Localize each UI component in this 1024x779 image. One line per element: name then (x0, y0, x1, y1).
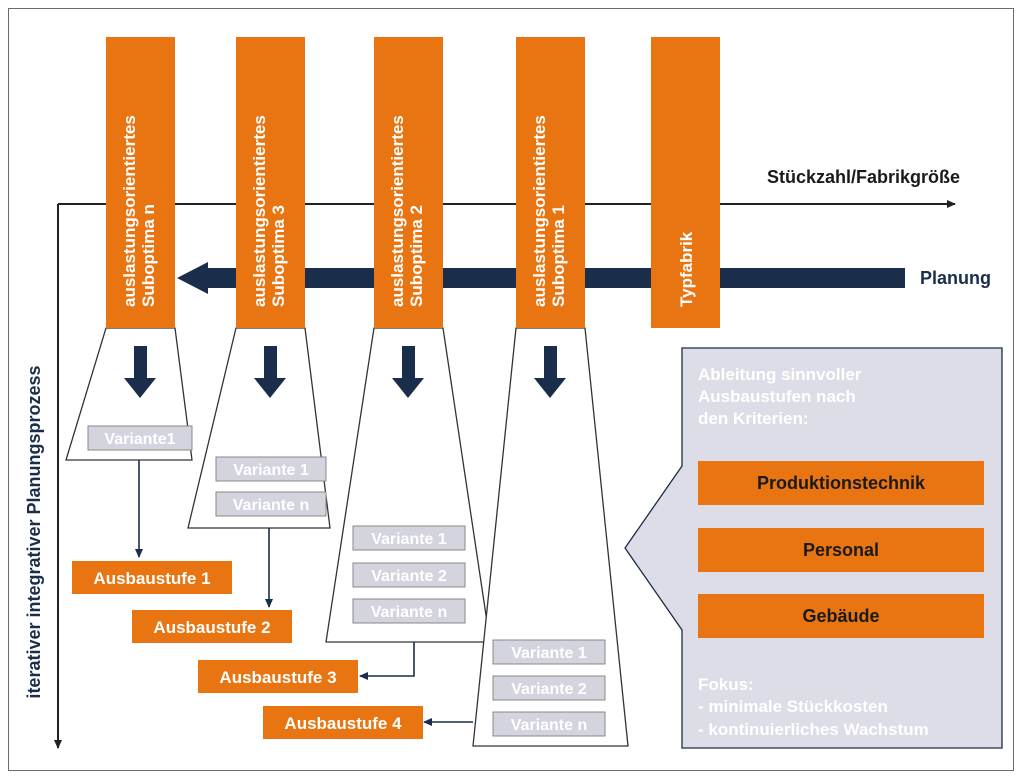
svg-text:Suboptima 2: Suboptima 2 (407, 205, 426, 307)
stage-label-3: Ausbaustufe 3 (219, 668, 336, 687)
svg-text:Suboptima n: Suboptima n (139, 204, 158, 307)
horizontal-axis-label: Stückzahl/Fabrikgröße (767, 167, 960, 187)
column-bar-typfabrik (651, 37, 720, 328)
variant-label: Variante 1 (371, 531, 447, 548)
stage-label-1: Ausbaustufe 1 (93, 569, 210, 588)
stage-box-1 (72, 561, 232, 594)
variant-label: Variante n (511, 717, 587, 734)
svg-text:auslastungsorientiertes: auslastungsorientiertes (388, 115, 407, 307)
diagram-frame (8, 8, 1014, 771)
criterion-label: Gebäude (802, 606, 879, 626)
panel-heading-line: den Kriterien: (698, 409, 809, 428)
criterion-label: Personal (803, 540, 879, 560)
criterion-box-personal (698, 528, 984, 572)
criterion-box-gebaeude (698, 594, 984, 638)
vertical-axis-label: iterativer integrativer Planungsprozess (24, 365, 44, 698)
column-label-suboptima-1: auslastungsorientiertes Suboptima 1 (530, 115, 568, 307)
svg-text:Suboptima 1: Suboptima 1 (549, 205, 568, 307)
stage-label-4: Ausbaustufe 4 (284, 714, 402, 733)
panel-heading-line: Ableitung sinnvoller (698, 365, 862, 384)
svg-text:Suboptima 3: Suboptima 3 (269, 205, 288, 307)
criterion-label: Produktionstechnik (757, 473, 926, 493)
variant-label: Variante 1 (511, 645, 587, 662)
stage-box-2 (132, 610, 292, 643)
column-label-typfabrik: Typfabrik (677, 231, 696, 307)
variant-box (492, 711, 606, 737)
column-bar-suboptima-3 (236, 37, 305, 328)
svg-text:Typfabrik: Typfabrik (677, 231, 696, 307)
column-label-suboptima-n: auslastungsorientiertes Suboptima n (120, 115, 158, 307)
criterion-box-produktionstechnik (698, 461, 984, 505)
down-arrow-n (124, 346, 156, 398)
variant-label: Variante 2 (511, 681, 587, 698)
svg-text:auslastungsorientiertes: auslastungsorientiertes (120, 115, 139, 307)
connector-arrow-stage-3 (359, 642, 415, 680)
variant-box (352, 562, 466, 588)
focus-item: - kontinuierliches Wachstum (698, 720, 929, 739)
variant-box (215, 456, 327, 482)
down-arrow-3 (254, 346, 286, 398)
focus-title: Fokus: (698, 675, 754, 694)
variant-box (492, 675, 606, 701)
svg-text:auslastungsorientiertes: auslastungsorientiertes (530, 115, 549, 307)
variant-box (87, 425, 193, 451)
column-label-suboptima-3: auslastungsorientiertes Suboptima 3 (250, 115, 288, 307)
column-bar-suboptima-n (106, 37, 175, 328)
variant-label: Variante 1 (233, 462, 309, 479)
stage-box-3 (198, 660, 358, 693)
variant-box (352, 525, 466, 551)
variant-label: Variante n (371, 604, 447, 621)
stage-label-2: Ausbaustufe 2 (153, 618, 270, 637)
down-arrow-1 (534, 346, 566, 398)
variant-box (352, 598, 466, 624)
planning-arrow-head (177, 262, 208, 294)
svg-text:auslastungsorientiertes: auslastungsorientiertes (250, 115, 269, 307)
variant-label: Variante n (233, 497, 309, 514)
down-arrow-2 (392, 346, 424, 398)
variant-box (215, 491, 327, 517)
focus-item: - minimale Stückkosten (698, 697, 888, 716)
variant-box (492, 639, 606, 665)
column-bar-suboptima-1 (516, 37, 585, 328)
variant-label: Variante1 (104, 431, 175, 448)
column-bar-suboptima-2 (374, 37, 443, 328)
variant-label: Variante 2 (371, 568, 447, 585)
planning-label: Planung (920, 268, 991, 288)
panel-heading-line: Ausbaustufen nach (698, 387, 856, 406)
column-label-suboptima-2: auslastungsorientiertes Suboptima 2 (388, 115, 426, 307)
stage-box-4 (263, 706, 423, 739)
